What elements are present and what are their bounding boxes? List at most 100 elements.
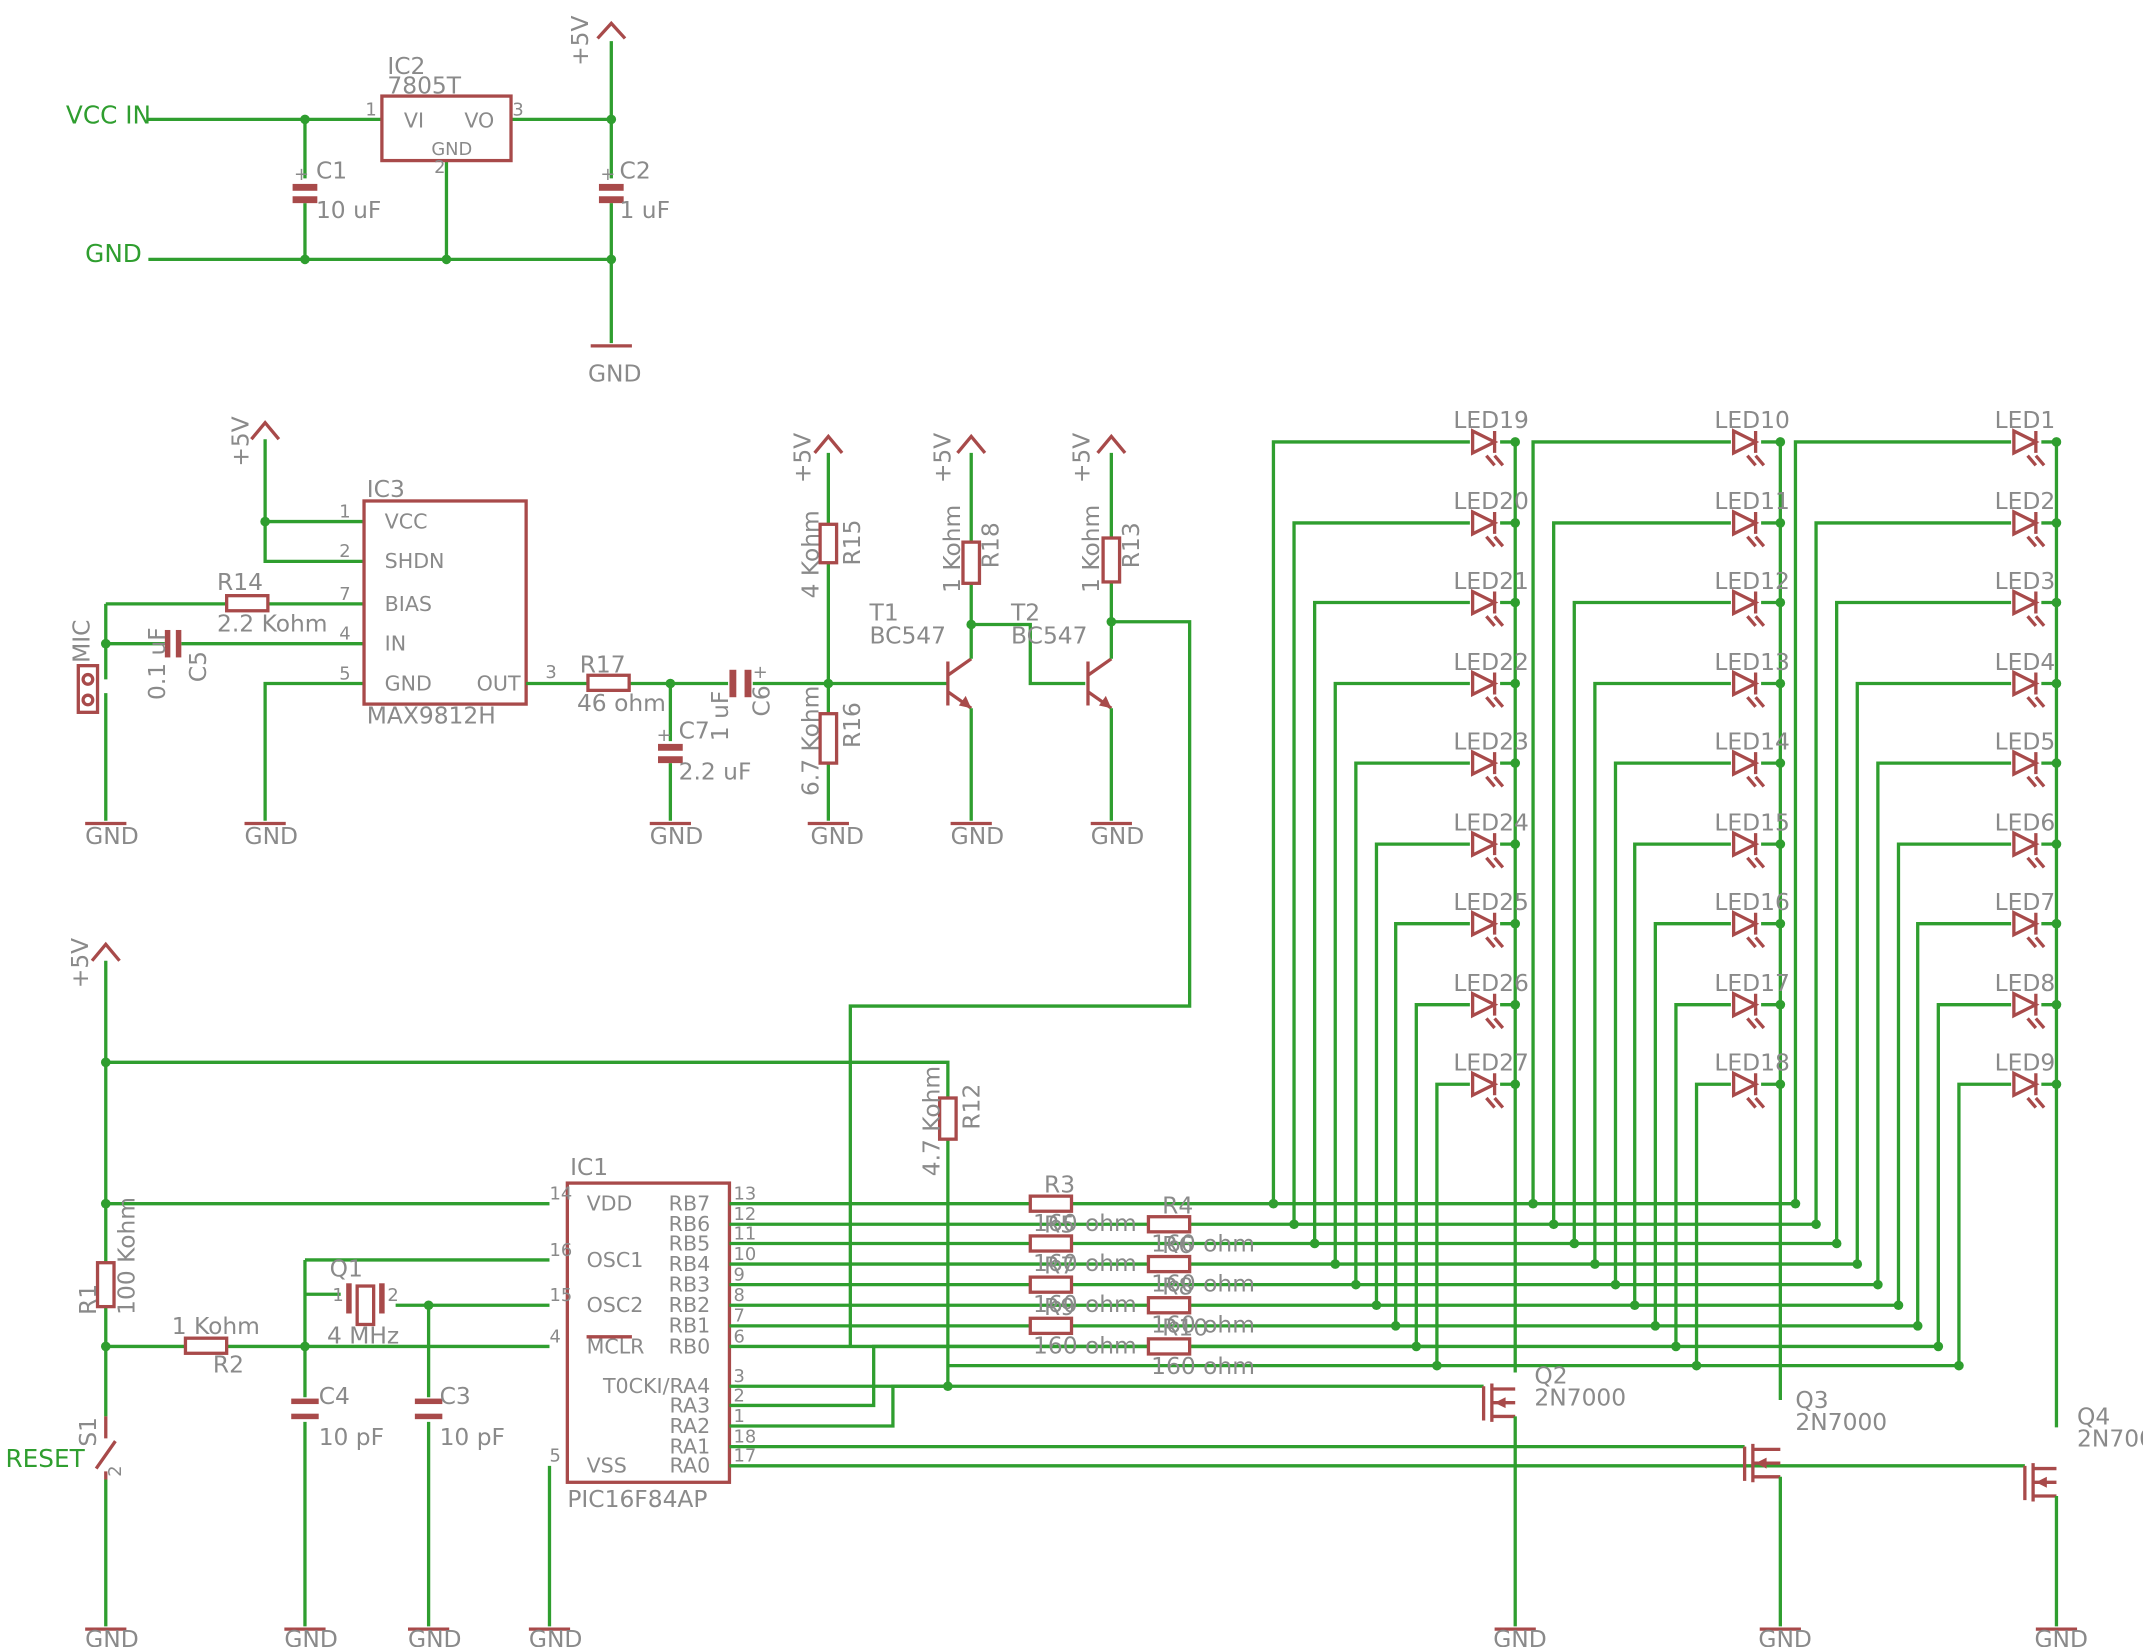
led-led8-label: LED8 xyxy=(1995,969,2056,997)
gnd-symbol-ic3: GND xyxy=(245,822,299,850)
r1-name: R1 xyxy=(74,1284,102,1315)
resistor-r9 xyxy=(1028,1316,1074,1336)
ic1-right-pin-4-name: RB3 xyxy=(669,1273,711,1297)
ic2-value: 7805T xyxy=(387,71,461,99)
c4-name: C4 xyxy=(319,1382,350,1410)
ic1-right-pin-5-num: 8 xyxy=(734,1285,745,1306)
t2-name: T2 xyxy=(1010,598,1040,626)
capacitor-c5: 0.1 uF C5 xyxy=(143,627,212,700)
led-led21: LED21 xyxy=(1312,567,1529,1244)
resistor-r7 xyxy=(1028,1275,1074,1294)
led-led25-label: LED25 xyxy=(1453,888,1528,916)
ic1-right-pin-6-num: 7 xyxy=(734,1306,745,1327)
led-led18: LED18 xyxy=(1694,1049,1790,1366)
q4-name: Q4 xyxy=(2077,1403,2110,1431)
q3-value: 2N7000 xyxy=(1795,1408,1887,1436)
vcc-symbol-r18: +5V xyxy=(929,433,957,483)
gnd-symbol-c7: GND xyxy=(650,822,704,850)
led-led19: LED19 xyxy=(1271,406,1529,1204)
gnd-symbol-c4: GND xyxy=(284,1625,338,1647)
c3-name: C3 xyxy=(440,1382,471,1410)
ic1-right-pin-12-name: RA0 xyxy=(670,1454,711,1478)
led-led24-label: LED24 xyxy=(1453,808,1528,836)
c6-name: C6 xyxy=(747,685,775,716)
resistor-r16: 6.7 Kohm R16 xyxy=(797,686,866,796)
rb-res-1-value: 160 ohm xyxy=(1151,1230,1255,1258)
gnd-net-label: GND xyxy=(85,239,142,268)
resistor-r1: R1 100 Kohm xyxy=(74,1197,140,1315)
q1-name: Q1 xyxy=(330,1254,363,1282)
ic1-name: IC1 xyxy=(570,1153,608,1181)
ic1-left-pin-3-name: MCLR xyxy=(587,1334,645,1358)
gnd-symbol-t2: GND xyxy=(1091,822,1145,850)
ic3-pin-0-name: VCC xyxy=(385,509,428,533)
capacitor-c4: C4 10 pF xyxy=(291,1382,384,1451)
ic1-right-pin-8-num: 3 xyxy=(734,1366,745,1387)
t1-name: T1 xyxy=(869,598,899,626)
led-led8: LED8 xyxy=(1936,969,2062,1347)
r17-value: 46 ohm xyxy=(577,689,666,717)
ic3-pin-4-name: GND xyxy=(385,671,432,695)
vcc-in-label: VCC IN xyxy=(66,101,151,130)
led-led17-label: LED17 xyxy=(1714,969,1789,997)
led-led23-label: LED23 xyxy=(1453,727,1528,755)
ic1-right-pin-1-num: 12 xyxy=(734,1204,757,1225)
rb-res-3-name: R6 xyxy=(1162,1231,1193,1259)
led-led2: LED2 xyxy=(1814,487,2062,1225)
resistor-r12: 4.7 Kohm R12 xyxy=(918,1066,986,1176)
reset-switch-s1[interactable]: S1 2 xyxy=(74,1416,126,1480)
c1-value: 10 uF xyxy=(316,196,381,224)
led-led6-label: LED6 xyxy=(1995,808,2056,836)
rb-res-2-value: 160 ohm xyxy=(1033,1249,1137,1277)
r2-value: 1 Kohm xyxy=(172,1312,260,1340)
r13-name: R13 xyxy=(1117,522,1145,568)
ic1-right-pin-2-num: 11 xyxy=(734,1223,757,1244)
gnd-symbol-q4: GND xyxy=(2034,1625,2088,1647)
led-led22: LED22 xyxy=(1333,648,1529,1265)
c3-value: 10 pF xyxy=(440,1423,505,1451)
r14-name: R14 xyxy=(217,568,263,596)
ic3-pin-1-name: SHDN xyxy=(385,549,445,573)
resistor-r3 xyxy=(1028,1194,1074,1213)
led-led23: LED23 xyxy=(1354,727,1529,1285)
ic1-right-pin-0-name: RB7 xyxy=(669,1192,711,1216)
led-led15: LED15 xyxy=(1633,808,1790,1306)
led-led14: LED14 xyxy=(1613,727,1790,1285)
rb-res-6-name: R9 xyxy=(1044,1293,1075,1321)
vcc-symbol-mcu: +5V xyxy=(66,938,94,988)
rb-res-5-value: 160 ohm xyxy=(1151,1311,1255,1339)
t1-value: BC547 xyxy=(870,622,946,650)
ic3-pin-1-num: 2 xyxy=(339,541,350,562)
ic3-out-pin: OUT xyxy=(477,671,521,695)
led-led12-label: LED12 xyxy=(1714,567,1789,595)
vcc-symbol-r15: +5V xyxy=(788,433,816,483)
resistor-r8 xyxy=(1146,1296,1192,1315)
ic3-value: MAX9812H xyxy=(367,701,496,729)
ic3-pin-2-num: 7 xyxy=(339,584,350,605)
led-led13: LED13 xyxy=(1593,648,1790,1265)
ic2-vo-pin: VO xyxy=(464,109,494,133)
ic1-left-pin-0-num: 14 xyxy=(549,1184,572,1205)
capacitor-c7: + C7 2.2 uF xyxy=(657,716,752,785)
t2-value: BC547 xyxy=(1011,622,1087,650)
rb-res-3-value: 160 ohm xyxy=(1151,1270,1255,1298)
ic1-right-pin-10-name: RA2 xyxy=(670,1414,711,1438)
led-led10-label: LED10 xyxy=(1714,406,1789,434)
led-led6: LED6 xyxy=(1896,808,2062,1306)
capacitor-c3: C3 10 pF xyxy=(414,1382,505,1451)
ic1-right-pin-5-name: RB2 xyxy=(669,1293,711,1317)
reset-net-label: RESET xyxy=(5,1444,85,1473)
transistor-t1: T1 BC547 xyxy=(869,598,973,710)
resistor-r13: +5V 1 Kohm R13 xyxy=(1067,433,1144,593)
gnd-symbol-ic1: GND xyxy=(529,1625,583,1647)
q2-name: Q2 xyxy=(1534,1361,1567,1389)
vcc-symbol-ic3: +5V xyxy=(227,416,255,466)
c7-value: 2.2 uF xyxy=(679,758,752,786)
ic1-right-pin-6-name: RB1 xyxy=(669,1314,711,1338)
led-led16: LED16 xyxy=(1653,888,1790,1326)
rb-res-0-value: 160 ohm xyxy=(1033,1209,1137,1237)
resistor-r6 xyxy=(1146,1254,1192,1274)
led-led15-label: LED15 xyxy=(1714,808,1789,836)
